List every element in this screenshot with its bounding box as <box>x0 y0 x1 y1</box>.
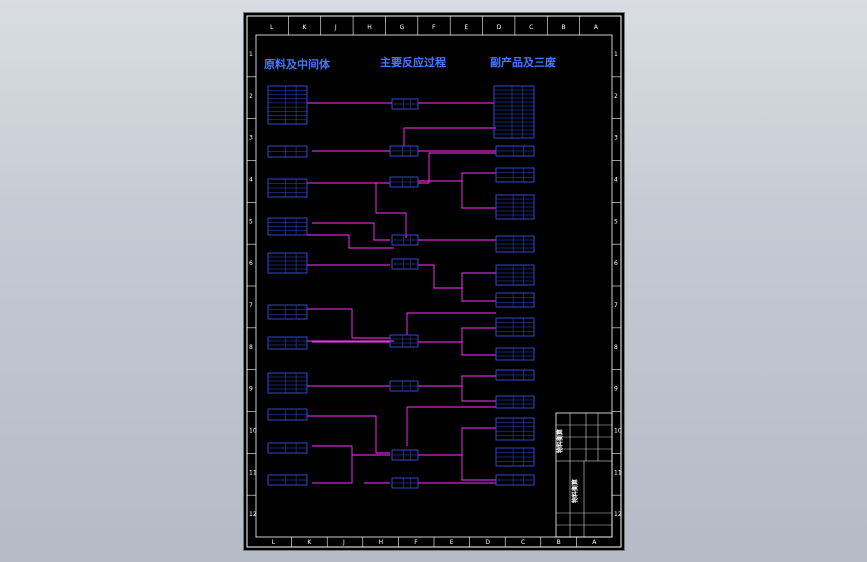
stream-table <box>389 380 419 392</box>
stream-table <box>495 347 535 361</box>
column-label: H <box>379 539 384 546</box>
row-label: 5 <box>614 218 618 225</box>
stream-table <box>267 252 308 274</box>
stream-table <box>389 145 419 157</box>
stream-table <box>267 304 308 320</box>
column-label: A <box>594 24 599 31</box>
stream-table <box>389 176 419 188</box>
row-label: 9 <box>249 386 253 393</box>
row-label: 6 <box>249 260 253 267</box>
row-label: 8 <box>249 344 253 351</box>
header-main-process: 主要反应过程 <box>380 55 446 69</box>
column-label: F <box>414 539 418 546</box>
row-label: 11 <box>249 469 257 476</box>
stream-table <box>495 145 535 157</box>
row-label: 8 <box>614 344 618 351</box>
row-label: 5 <box>249 218 253 225</box>
stream-table <box>495 447 535 467</box>
column-label: B <box>561 24 565 31</box>
header-raw-materials: 原料及中间体 <box>264 57 331 71</box>
stream-table <box>495 264 535 286</box>
column-label: K <box>303 24 308 31</box>
row-label: 7 <box>614 302 618 309</box>
stream-table <box>267 372 308 394</box>
title-block-stamp: 物料衡算 <box>556 429 564 453</box>
column-label: L <box>272 539 276 546</box>
stream-table <box>391 477 419 489</box>
row-label: 12 <box>614 511 622 518</box>
stream-table <box>389 334 419 348</box>
row-label: 4 <box>249 176 253 183</box>
row-label: 9 <box>614 386 618 393</box>
row-label: 1 <box>249 51 253 58</box>
stream-table <box>391 234 419 246</box>
flow-lines <box>307 102 496 484</box>
column-label: H <box>367 24 372 31</box>
stream-table <box>495 317 535 337</box>
column-label: F <box>432 24 436 31</box>
stream-table <box>495 194 535 220</box>
header-products: 副产品及三废 <box>490 55 556 69</box>
column-label: C <box>521 539 525 546</box>
stream-table <box>391 258 419 270</box>
stream-table <box>267 442 308 454</box>
row-label: 10 <box>249 427 257 434</box>
stream-table <box>495 369 535 381</box>
stream-table <box>267 336 308 350</box>
stream-table <box>391 98 419 110</box>
stream-table <box>267 85 308 125</box>
stream-table <box>391 449 419 461</box>
column-label: B <box>557 539 561 546</box>
stream-table <box>495 474 535 486</box>
row-label: 10 <box>614 427 622 434</box>
stream-table <box>495 292 535 308</box>
column-label: L <box>270 24 274 31</box>
title-block: 物料衡算 物料衡算 <box>555 412 613 538</box>
row-label: 6 <box>614 260 618 267</box>
row-label: 7 <box>249 302 253 309</box>
column-label: J <box>334 24 337 31</box>
column-label: A <box>592 539 597 546</box>
column-label: C <box>529 24 533 31</box>
column-label: E <box>450 539 454 546</box>
stream-boxes <box>267 85 535 489</box>
row-label: 11 <box>614 469 622 476</box>
row-label: 1 <box>614 51 618 58</box>
row-label: 4 <box>614 176 618 183</box>
row-label: 12 <box>249 511 257 518</box>
stream-table <box>495 417 535 441</box>
row-label: 2 <box>249 93 253 100</box>
stream-table <box>267 474 308 486</box>
column-label: G <box>400 24 405 31</box>
column-label: D <box>497 24 502 31</box>
column-label: J <box>342 539 345 546</box>
column-label: K <box>307 539 312 546</box>
stream-table <box>267 145 308 158</box>
row-label: 2 <box>614 93 618 100</box>
stream-table <box>495 167 535 183</box>
stream-table <box>495 235 535 253</box>
stream-table <box>267 217 308 236</box>
column-label: D <box>485 539 490 546</box>
stream-table <box>267 408 308 421</box>
column-label: E <box>464 24 468 31</box>
stream-table <box>493 85 535 139</box>
row-label: 3 <box>614 135 618 142</box>
title-block-stamp-secondary: 物料衡算 <box>571 479 579 503</box>
stream-table <box>495 395 535 409</box>
row-label: 3 <box>249 135 253 142</box>
stream-table <box>267 178 308 198</box>
